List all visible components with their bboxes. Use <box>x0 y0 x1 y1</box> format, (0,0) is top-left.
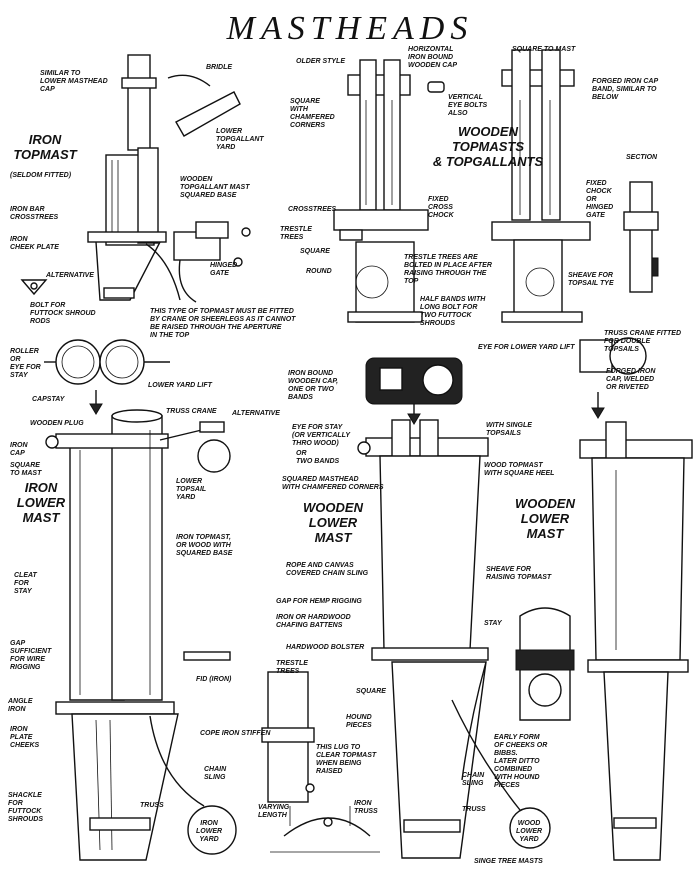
label-iron-cap: IRON CAP <box>10 442 28 457</box>
section-label: SECTION <box>626 154 658 161</box>
iron-lower-mast-heading: IRON LOWER MAST <box>16 480 66 525</box>
label-iron-cheek-plate: IRON CHEEK PLATE <box>10 236 59 251</box>
label-trestle-note: TRESTLE TREES ARE BOLTED IN PLACE AFTER … <box>404 254 492 285</box>
label-singe-tree-masts: SINGE TREE MASTS <box>474 858 543 865</box>
label-lower-topgallant-yard: LOWER TOPGALLANT YARD <box>216 128 264 151</box>
label-or-two-bands: OR TWO BANDS <box>296 450 340 465</box>
label-eye-lower-yard-lift: EYE FOR LOWER YARD LIFT <box>478 344 575 351</box>
label-iron-hardwood-chafing: IRON OR HARDWOOD CHAFING BATTENS <box>276 614 351 629</box>
label-hinged-gate: HINGED GATE <box>210 262 238 277</box>
label-crosstrees: CROSSTREES <box>288 206 337 213</box>
label-truss-1: TRUSS <box>140 802 164 809</box>
wooden-topmast-drawing <box>491 49 659 323</box>
label-truss-crane-double: TRUSS CRANE FITTED FOR DOUBLE TOPSAILS <box>604 330 681 353</box>
forged-cap-plan-drawing <box>579 337 647 419</box>
label-varying-length: VARYING LENGTH <box>258 804 290 819</box>
label-truss-2: TRUSS <box>462 806 486 813</box>
label-vertical-eyebolts: VERTICAL EYE BOLTS ALSO <box>448 94 488 117</box>
label-forged-iron-cap-welded: FORGED IRON CAP, WELDED OR RIVETED <box>606 368 656 391</box>
label-early-form: EARLY FORM OF CHEEKS OR BIBBS. LATER DIT… <box>494 734 548 789</box>
label-hound-pieces: HOUND PIECES <box>346 714 372 729</box>
label-trestle-trees-1: TRESTLE TREES <box>280 226 312 241</box>
label-cleat-for-stay: CLEAT FOR STAY <box>14 572 37 595</box>
label-square-chamfered: SQUARE WITH CHAMFERED CORNERS <box>290 98 335 129</box>
label-square-to-mast-2: SQUARE TO MAST <box>10 462 42 477</box>
label-hardwood-bolster: HARDWOOD BOLSTER <box>286 644 365 651</box>
wooden-topmast-older-drawing <box>333 59 445 323</box>
label-fixed-chock-hinged: FIXED CHOCK OR HINGED GATE <box>586 180 614 219</box>
label-angle-iron: ANGLE IRON <box>8 698 33 713</box>
wooden-lower-mast-b-drawing <box>579 421 693 861</box>
label-horizontal-iron-bound: HORIZONTAL IRON BOUND WOODEN CAP <box>408 46 457 69</box>
label-eye-for-stay: EYE FOR STAY (OR VERTICALLY THRO WOOD) <box>292 424 351 447</box>
label-iron-lower-yard: IRON LOWER YARD <box>196 820 223 843</box>
label-lower-yard-lift: LOWER YARD LIFT <box>148 382 212 389</box>
label-chain-sling-1: CHAIN SLING <box>204 766 227 781</box>
label-gap-sufficient: GAP SUFFICIENT FOR WIRE RIGGING <box>10 640 52 671</box>
iron-cap-plan-drawing <box>44 339 170 415</box>
label-bolt-futtock: BOLT FOR FUTTOCK SHROUD RODS <box>30 302 96 325</box>
label-iron-topmast-or-wood: IRON TOPMAST, OR WOOD WITH SQUARED BASE <box>176 534 233 557</box>
label-wood-topmast-square-heel: WOOD TOPMAST WITH SQUARE HEEL <box>484 462 555 477</box>
label-fid-iron: FID (IRON) <box>196 676 232 683</box>
iron-lower-mast-drawing <box>45 409 237 861</box>
label-alternative-1: ALTERNATIVE <box>46 272 94 279</box>
label-iron-bound-wooden-cap: IRON BOUND WOODEN CAP, ONE OR TWO BANDS <box>288 370 339 401</box>
label-shackle-futtock: SHACKLE FOR FUTTOCK SHROUDS <box>8 792 44 823</box>
label-sheave-raising: SHEAVE FOR RAISING TOPMAST <box>486 566 552 581</box>
label-iron-plate-cheeks: IRON PLATE CHEEKS <box>10 726 40 749</box>
label-lower-topsail-yard: LOWER TOPSAIL YARD <box>176 478 207 501</box>
label-topmast-note: THIS TYPE OF TOPMAST MUST BE FITTED BY C… <box>150 308 296 339</box>
label-square-to-mast-1: SQUARE TO MAST <box>512 46 576 53</box>
wooden-cap-plan-drawing <box>365 357 463 425</box>
label-iron-truss: IRON TRUSS <box>354 800 378 815</box>
page-title: MASTHEADS <box>226 10 474 47</box>
iron-topmast-heading: IRON TOPMAST <box>13 132 77 162</box>
wooden-lower-mast-b-heading: WOODEN LOWER MAST <box>515 496 575 541</box>
label-wooden-plug: WOODEN PLUG <box>30 420 84 427</box>
label-wooden-topgallant-mast: WOODEN TOPGALLANT MAST SQUARED BASE <box>180 176 250 199</box>
label-wood-lower-yard: WOOD LOWER YARD <box>516 820 543 843</box>
wooden-lower-mast-a-drawing <box>357 419 551 859</box>
label-iron-bar-crosstrees: IRON BAR CROSSTREES <box>10 206 59 221</box>
label-bridle: BRIDLE <box>206 64 233 71</box>
label-older-style: OLDER STYLE <box>296 58 346 65</box>
label-trestle-trees-2: TRESTLE TREES <box>276 660 308 675</box>
label-with-single-topsails: WITH SINGLE TOPSAILS <box>486 422 532 437</box>
label-squared-masthead: SQUARED MASTHEAD WITH CHAMFERED CORNERS <box>282 476 384 491</box>
label-alternative-2: ALTERNATIVE <box>232 410 280 417</box>
label-similar-lower-masthead-cap: SIMILAR TO LOWER MASTHEAD CAP <box>40 70 108 93</box>
label-gap-hemp: GAP FOR HEMP RIGGING <box>276 598 362 605</box>
label-round: ROUND <box>306 268 332 275</box>
label-forged-iron-cap-band: FORGED IRON CAP BAND, SIMILAR TO BELOW <box>592 78 659 101</box>
label-half-bands: HALF BANDS WITH LONG BOLT FOR TWO FUTTOC… <box>420 296 486 327</box>
label-roller-eye-stay: ROLLER OR EYE FOR STAY <box>10 348 41 379</box>
label-fixed-cross-chock: FIXED CROSS CHOCK <box>428 196 454 219</box>
label-lug-note: THIS LUG TO CLEAR TOPMAST WHEN BEING RAI… <box>316 744 377 775</box>
label-stay: STAY <box>484 620 502 627</box>
lug-and-truss-drawing <box>261 671 380 853</box>
wooden-topmasts-heading: WOODEN TOPMASTS & TOPGALLANTS <box>432 124 544 169</box>
label-chain-sling-2: CHAIN SLING <box>462 772 485 787</box>
seldom-fitted-label: (SELDOM FITTED) <box>10 172 72 179</box>
label-truss-crane: TRUSS CRANE <box>166 408 217 415</box>
label-square-2: SQUARE <box>356 688 386 695</box>
sheave-detail-drawing <box>515 607 575 721</box>
iron-topmast-drawing <box>20 54 251 303</box>
label-square-1: SQUARE <box>300 248 330 255</box>
label-rope-canvas: ROPE AND CANVAS COVERED CHAIN SLING <box>286 562 369 577</box>
wooden-lower-mast-a-heading: WOODEN LOWER MAST <box>303 500 363 545</box>
label-capstay: CAPSTAY <box>32 396 65 403</box>
label-cope-iron-stiffen: COPE IRON STIFFEN <box>200 730 271 737</box>
label-sheave-topsail-tye: SHEAVE FOR TOPSAIL TYE <box>568 272 614 287</box>
